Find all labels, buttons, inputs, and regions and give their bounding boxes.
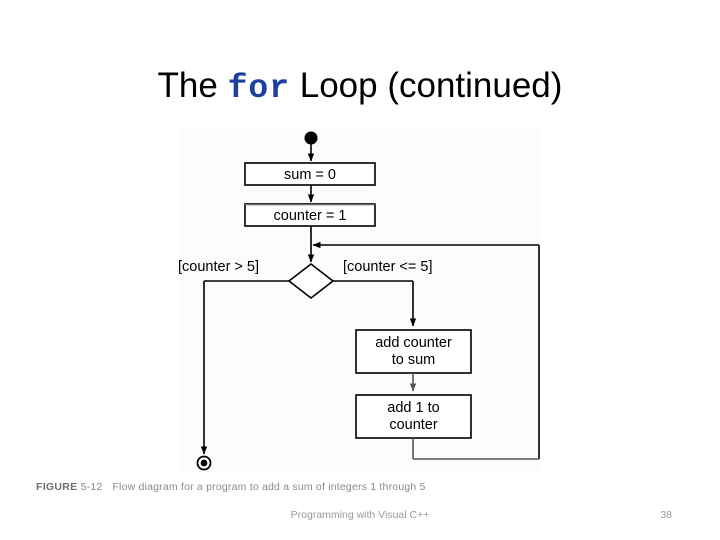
figure-caption: FIGURE 5-12 Flow diagram for a program to… <box>36 481 426 493</box>
figure-caption-label: FIGURE <box>36 481 78 493</box>
title-suffix: Loop (continued) <box>290 66 563 106</box>
figure-caption-body: Flow diagram for a program to add a sum … <box>112 481 426 493</box>
action-node-sum-init <box>244 162 376 186</box>
page-number: 38 <box>660 509 672 521</box>
title-keyword-for: for <box>227 70 291 108</box>
title-prefix: The <box>157 66 228 106</box>
figure-caption-number: 5-12 <box>80 481 103 493</box>
footer-book-title: Programming with Visual C++ <box>290 509 430 521</box>
decision-node <box>287 262 335 300</box>
flow-diagram-svg <box>196 131 540 471</box>
final-node-inner-dot <box>200 459 208 467</box>
page-title: The for Loop (continued) <box>0 65 720 110</box>
action-node-increment <box>355 394 472 439</box>
guard-label-counter-less-equal-5: [counter <= 5] <box>343 259 433 275</box>
initial-node <box>304 131 318 145</box>
action-node-counter-init <box>244 203 376 227</box>
guard-label-counter-greater-than-5: [counter > 5] <box>178 259 260 275</box>
action-node-add-counter <box>355 329 472 374</box>
figure-image: sum = 0 counter = 1 add counter to sum a… <box>178 128 540 472</box>
